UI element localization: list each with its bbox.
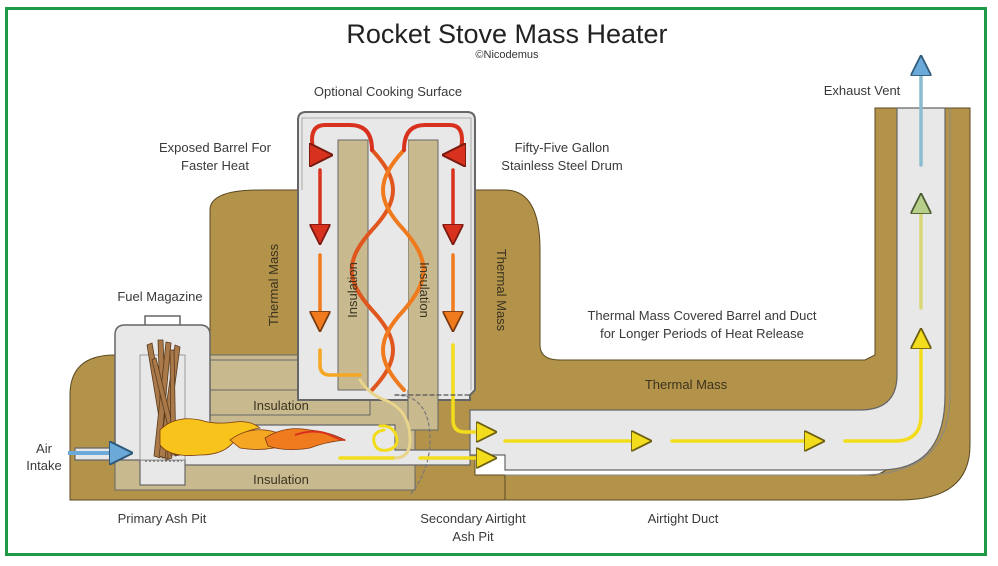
label-thermal-mass-left: Thermal Mass: [266, 243, 281, 326]
label-insulation-right: Insulation: [417, 262, 432, 318]
diagram-title: Rocket Stove Mass Heater: [346, 19, 667, 49]
heat-riser-spiral: [349, 148, 426, 392]
label-secondary-ash-line1: Secondary Airtight: [420, 511, 526, 526]
label-primary-ash-pit: Primary Ash Pit: [118, 511, 207, 526]
label-exhaust-vent: Exhaust Vent: [824, 83, 901, 98]
hot-gas-arrows: [312, 123, 490, 432]
label-exposed-barrel-line2: Faster Heat: [181, 158, 249, 173]
label-insulation-upper: Insulation: [253, 398, 309, 413]
label-covered-line1: Thermal Mass Covered Barrel and Duct: [587, 308, 816, 323]
duct-flow-arrows: [503, 62, 921, 441]
label-secondary-ash-line2: Ash Pit: [452, 529, 494, 544]
label-exposed-barrel-line1: Exposed Barrel For: [159, 140, 272, 155]
label-thermal-mass-right: Thermal Mass: [494, 249, 509, 332]
airtight-duct-channel: [469, 107, 951, 476]
label-airtight-duct: Airtight Duct: [648, 511, 719, 526]
label-air-line1: Air: [36, 441, 53, 456]
label-covered-line2: for Longer Periods of Heat Release: [600, 326, 804, 341]
label-drum-line1: Fifty-Five Gallon: [515, 140, 610, 155]
label-air-line2: Intake: [26, 458, 61, 473]
label-drum-line2: Stainless Steel Drum: [501, 158, 622, 173]
label-cooking-surface: Optional Cooking Surface: [314, 84, 462, 99]
fire-flames: [159, 418, 347, 456]
secondary-ash-pit: [338, 378, 490, 496]
label-fuel-magazine: Fuel Magazine: [117, 289, 202, 304]
primary-ash-pit: [139, 459, 186, 486]
label-insulation-left: Insulation: [345, 262, 360, 318]
steel-drum: [297, 111, 476, 431]
label-insulation-lower: Insulation: [253, 472, 309, 487]
diagram-credit: ©Nicodemus: [475, 49, 539, 61]
label-thermal-mass-duct: Thermal Mass: [645, 377, 728, 392]
